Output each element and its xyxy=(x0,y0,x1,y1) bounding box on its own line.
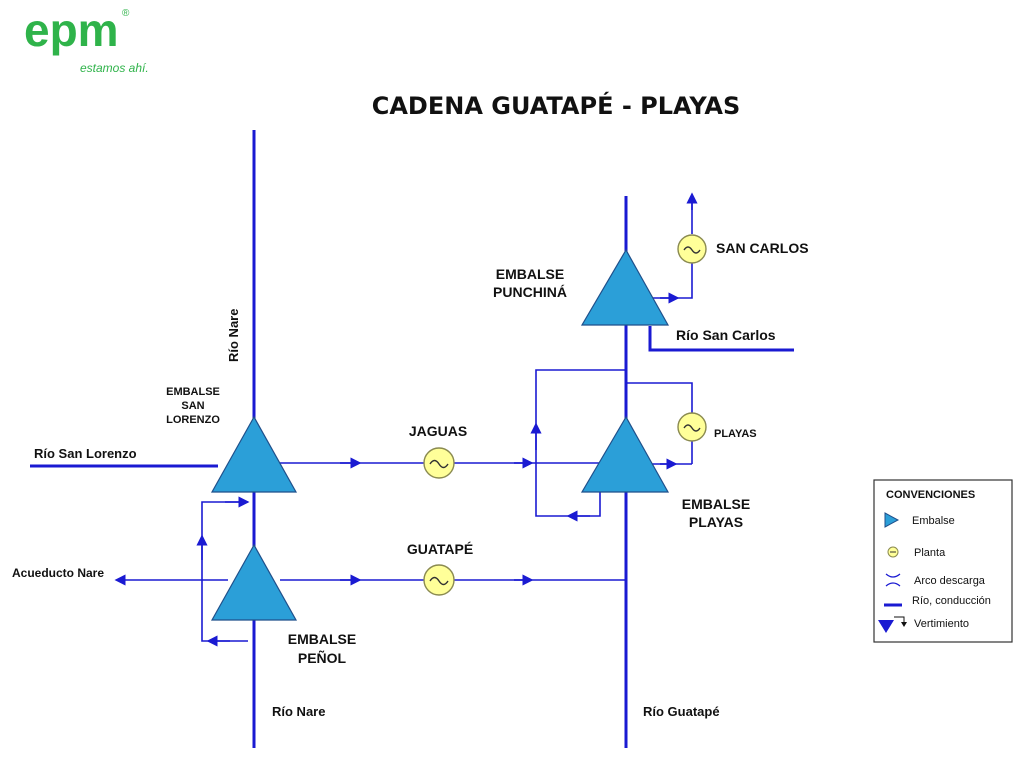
legend-title: CONVENCIONES xyxy=(886,489,975,501)
rio-guatape-label: Río Guatapé xyxy=(643,704,720,719)
rio-san-carlos-label: Río San Carlos xyxy=(676,327,776,343)
jaguas-label: JAGUAS xyxy=(409,423,467,439)
embalse-playas-label: EMBALSE PLAYAS xyxy=(682,496,750,530)
playas-plant-loop xyxy=(626,382,693,470)
logo-wordmark: epm xyxy=(24,4,119,56)
reservoir-icon xyxy=(884,512,900,528)
svg-text:EMBALSE: EMBALSE xyxy=(288,631,356,647)
legend-item-embalse: Embalse xyxy=(912,515,955,527)
legend-box: CONVENCIONES Embalse Planta Arco descarg… xyxy=(873,479,1013,643)
plant-icon xyxy=(887,546,899,558)
embalse-punchina-label: EMBALSE PUNCHINÁ xyxy=(493,266,567,300)
spillway-icon xyxy=(878,616,907,633)
rio-nare-bottom-label: Río Nare xyxy=(272,704,325,719)
embalse-punchina-reservoir xyxy=(580,248,670,326)
generator-icon xyxy=(683,246,701,254)
svg-text:EMBALSE: EMBALSE xyxy=(682,496,750,512)
legend-item-rio-conduccion: Río, conducción xyxy=(912,595,991,607)
embalse-penol-label: EMBALSE PEÑOL xyxy=(288,631,356,666)
legend-item-arco-descarga: Arco descarga xyxy=(914,575,986,587)
svg-text:PUNCHINÁ: PUNCHINÁ xyxy=(493,284,567,300)
playas-plant xyxy=(677,412,707,442)
generator-icon xyxy=(683,424,701,432)
embalse-san-lorenzo-label: EMBALSE SAN LORENZO xyxy=(166,386,220,426)
rio-nare-top-label: Río Nare xyxy=(226,309,241,362)
embalse-playas-reservoir xyxy=(580,415,670,493)
jaguas-plant xyxy=(423,447,455,479)
svg-text:EMBALSE: EMBALSE xyxy=(166,386,220,398)
generator-icon xyxy=(429,459,449,469)
diagram-title: CADENA GUATAPÉ - PLAYAS xyxy=(372,91,741,120)
san-carlos-label: SAN CARLOS xyxy=(716,240,809,256)
rio-san-carlos-inflow xyxy=(648,326,794,352)
acueducto-nare-label: Acueducto Nare xyxy=(12,566,104,580)
playas-bypass-loop xyxy=(530,369,626,522)
guatape-plant xyxy=(423,564,455,596)
rio-san-lorenzo-label: Río San Lorenzo xyxy=(34,446,137,461)
discharge-arc-icon xyxy=(885,573,901,587)
svg-text:LORENZO: LORENZO xyxy=(166,414,220,426)
registered-mark: ® xyxy=(122,8,130,19)
generator-icon xyxy=(429,576,449,586)
penol-bypass-loop xyxy=(196,496,250,647)
svg-text:PLAYAS: PLAYAS xyxy=(689,514,743,530)
logo-tagline: estamos ahí. xyxy=(80,61,149,75)
embalse-penol-reservoir xyxy=(210,543,298,621)
embalse-san-lorenzo-reservoir xyxy=(210,415,298,493)
guatape-label: GUATAPÉ xyxy=(407,541,473,557)
san-carlos-plant xyxy=(677,234,707,264)
svg-text:PEÑOL: PEÑOL xyxy=(298,649,347,666)
san-carlos-plant-loop xyxy=(650,192,698,304)
legend-item-planta: Planta xyxy=(914,547,946,559)
epm-logo: epm ® estamos ahí. xyxy=(24,4,149,75)
svg-text:EMBALSE: EMBALSE xyxy=(496,266,564,282)
playas-plant-label: PLAYAS xyxy=(714,428,757,440)
legend-item-vertimiento: Vertimiento xyxy=(914,618,969,630)
svg-text:SAN: SAN xyxy=(181,400,204,412)
